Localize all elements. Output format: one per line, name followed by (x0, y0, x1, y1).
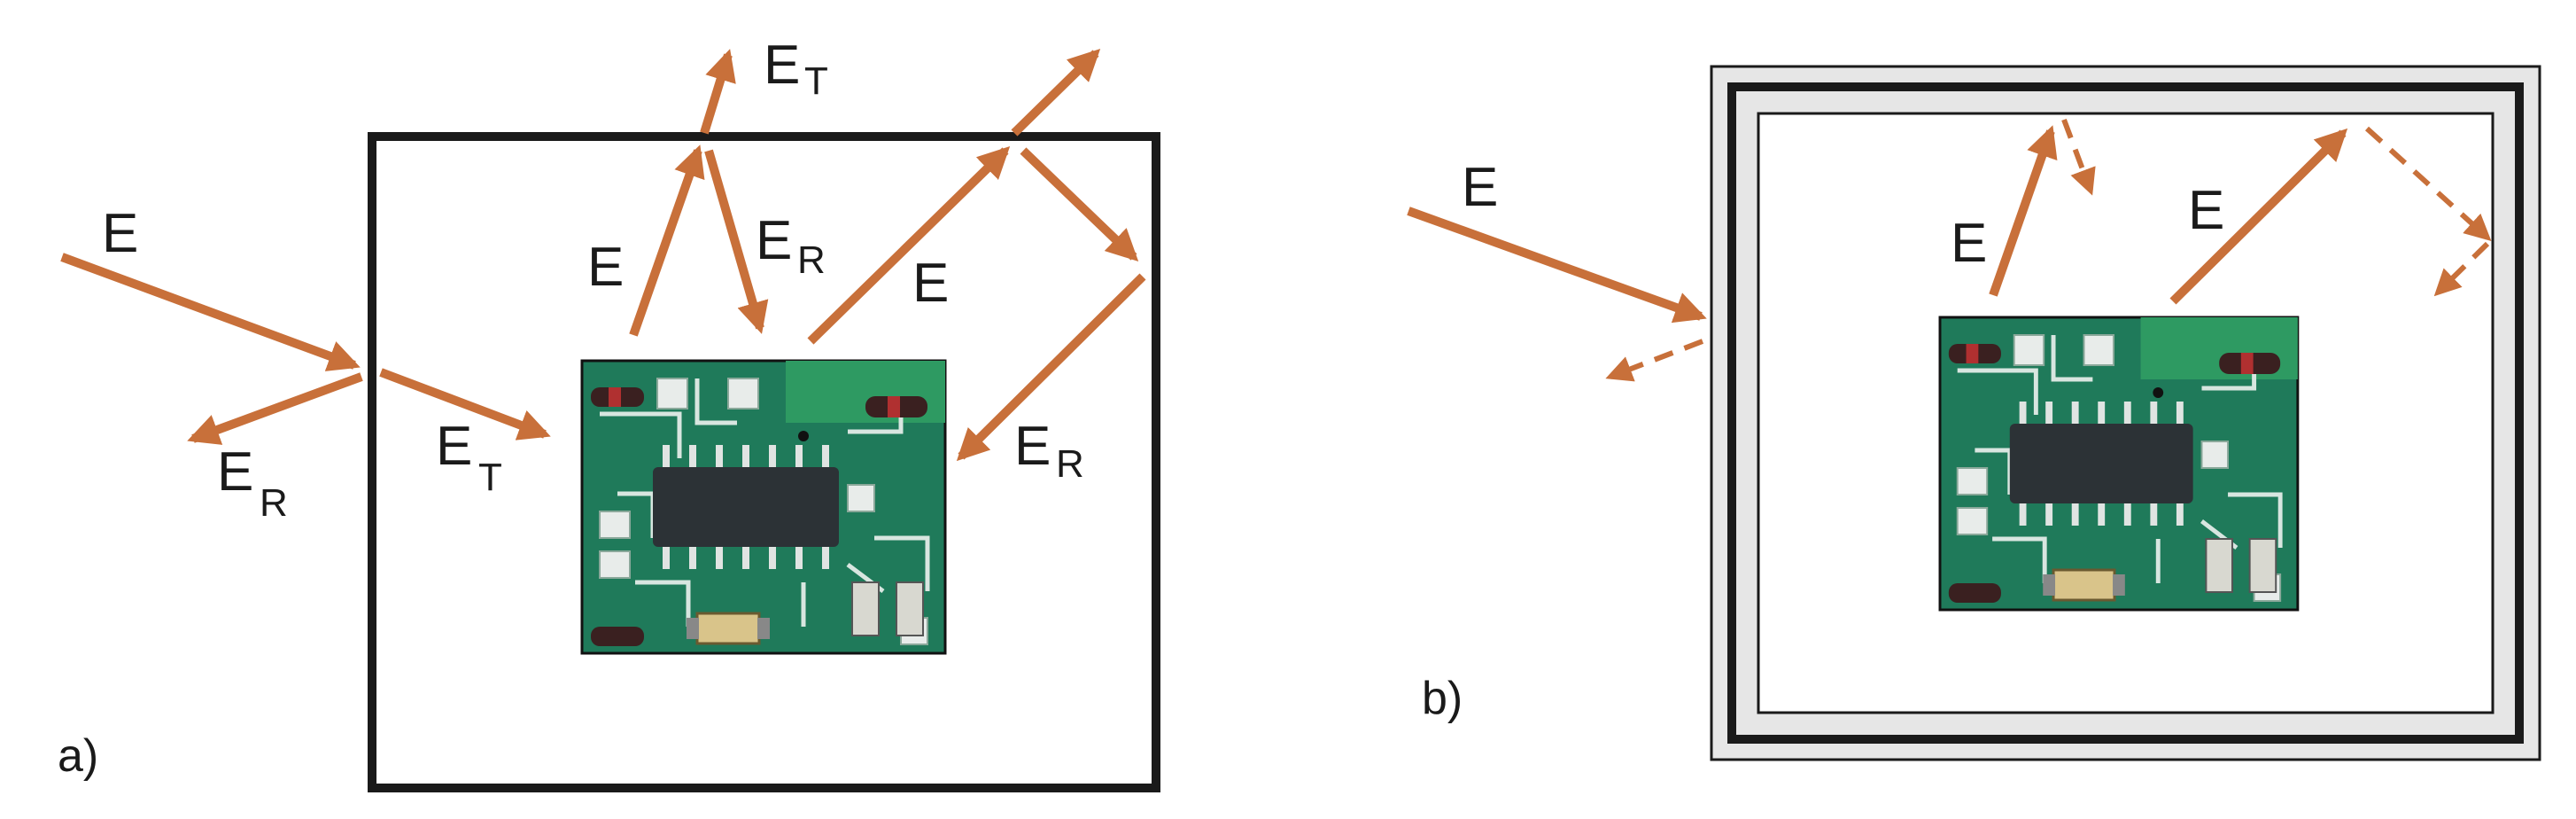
label-reflected-right: E (1014, 416, 1051, 477)
pcb-board-icon-b (1940, 317, 2298, 610)
enclosure-wall (368, 132, 1160, 792)
label-transmitted-top-sub: T (804, 59, 828, 103)
label-reflected-sub-a: R (260, 481, 288, 525)
label-transmitted-sub-a: T (478, 456, 502, 499)
label-incident-a: E (102, 203, 138, 264)
label-reflected-right-sub: R (1056, 442, 1084, 486)
panel-b: E E E b) (1407, 65, 2541, 761)
label-incident-a2: E (587, 237, 624, 298)
label-transmitted-a: E (436, 416, 472, 477)
label-incident-a3: E (912, 253, 949, 314)
label-reflected-top: E (756, 210, 792, 271)
label-incident-b3: E (2188, 180, 2224, 241)
label-reflected-top-sub: R (797, 238, 826, 282)
panel-a: E E R E T E E T E R E E R a) (58, 35, 1160, 792)
label-incident-b2: E (1951, 213, 1987, 274)
label-transmitted-top: E (764, 35, 800, 96)
label-incident-b: E (1462, 157, 1498, 218)
panel-tag-a: a) (58, 730, 98, 782)
panel-tag-b: b) (1422, 673, 1463, 724)
pcb-board-icon (582, 361, 945, 653)
label-reflected-a: E (217, 441, 253, 503)
